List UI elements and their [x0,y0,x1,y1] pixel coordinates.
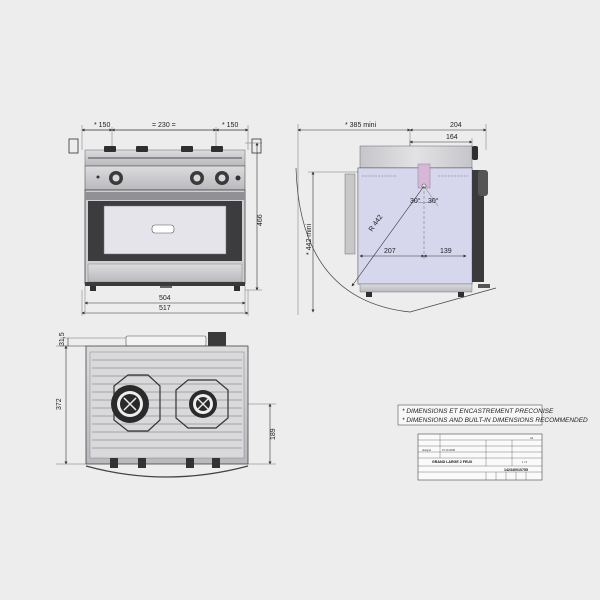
dim-width-inner: 504 [159,295,171,302]
burner-knob-top-1 [104,146,116,152]
burner-knob-top-2 [136,146,148,152]
dim-base-right: 139 [440,248,452,255]
dim-angle-right: 30° [428,197,439,205]
notes-box: * DIMENSIONS ET ENCASTREMENT PRECONISE *… [397,404,588,426]
front-view: * 150 = 230 = * 150 [68,122,264,316]
dim-burner-left: * 150 [94,122,110,129]
burner-knob-top-4 [211,146,223,152]
dim-depth: 372 [56,398,63,410]
dim-width-outer: 517 [159,305,171,312]
burner-knob-top-3 [181,146,193,152]
note-line-fr: * DIMENSIONS ET ENCASTREMENT PRECONISE [402,408,554,415]
tb-date: 07.10.2008 [442,448,456,452]
clearance-box-right [251,138,262,154]
dim-height-min: * 442 mini [306,223,313,255]
oven-interior [358,168,472,284]
dim-burner-mid: = 230 = [152,122,176,129]
dim-burner-offset: 189 [270,428,277,440]
dim-base-left: 207 [384,248,396,255]
dim-height: 466 [257,214,264,226]
tb-designer: designé [422,448,432,452]
title-block: designé 07.10.2008 A4 GRAND LARGE 2 FEUX… [417,433,543,481]
note-line-en: * DIMENSIONS AND BUILT-IN DIMENSIONS REC… [402,417,588,424]
clearance-box-left [68,138,79,154]
pan-support-left [113,374,161,432]
igniter-button [235,175,241,181]
tb-part-number: 142340010755 [504,468,528,472]
dim-burner-right: * 150 [222,122,238,129]
dim-depth-total: 204 [450,122,462,129]
side-view: * 385 mini 204 164 * 442 mini R 442 30° [295,122,497,315]
dim-rail-offset: 31,5 [59,332,66,346]
pan-support-right [175,379,229,429]
front-rail [85,465,249,478]
tb-scale: 1 / 5 [522,460,528,464]
tb-model: GRAND LARGE 2 FEUX [432,460,473,464]
dim-angle-left: 30° [410,197,421,205]
top-view: 31,5 [56,332,277,478]
igniter-icon [96,175,100,179]
brand-badge [151,224,175,234]
dim-depth-inner: 164 [446,134,458,141]
dim-min-clearance: * 385 mini [345,122,377,129]
tb-format: A4 [530,436,534,440]
